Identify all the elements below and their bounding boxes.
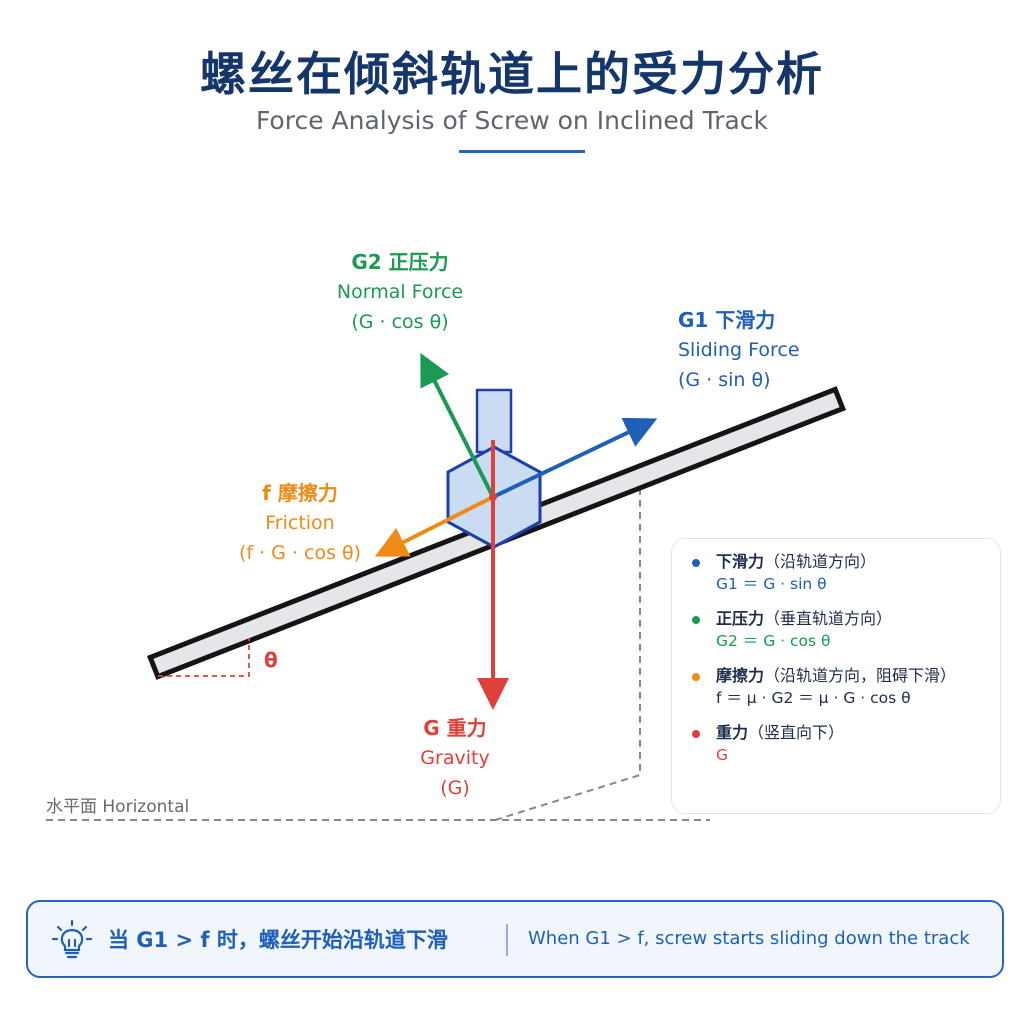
page-subtitle: Force Analysis of Screw on Inclined Trac…	[255, 106, 769, 135]
sliding-force-formula: (G · sin θ)	[678, 369, 771, 391]
normal-force-en: Normal Force	[336, 281, 464, 303]
legend-item-friction: 摩擦力（沿轨道方向，阻碍下滑） f ＝ μ · G2 ＝ μ · G · cos…	[692, 665, 986, 709]
legend-dot	[692, 559, 700, 567]
gravity-en: Gravity	[420, 747, 490, 769]
normal-force-title: G2 正压力	[351, 250, 449, 274]
legend-desc: （竖直向下）	[748, 723, 845, 742]
legend-name: 重力	[716, 723, 749, 742]
legend-panel: 下滑力（沿轨道方向） G1 ＝ G · sin θ 正压力（垂直轨道方向） G2…	[671, 538, 1001, 814]
legend-item-normal: 正压力（垂直轨道方向） G2 ＝ G · cos θ	[692, 608, 986, 652]
friction-arrow	[374, 495, 494, 557]
normal-force-formula: (G · cos θ)	[351, 311, 449, 333]
title-underline	[459, 150, 585, 153]
angle-label: θ	[264, 648, 278, 672]
legend-formula: G2 ＝ G · cos θ	[716, 632, 831, 650]
legend-name: 摩擦力	[716, 666, 765, 685]
conclusion-text-zh: 当 G1 > f 时，螺丝开始沿轨道下滑	[108, 928, 448, 952]
legend-name: 下滑力	[716, 552, 765, 571]
legend-dot	[692, 616, 700, 624]
legend-dot	[692, 673, 700, 681]
friction-label: f 摩擦力 Friction (f · G · cos θ)	[200, 478, 400, 568]
legend-formula: G1 ＝ G · sin θ	[716, 575, 827, 593]
page-title: 螺丝在倾斜轨道上的受力分析	[200, 47, 824, 101]
force-origin-point	[489, 493, 497, 501]
angle-indicator	[158, 638, 250, 677]
legend-formula: f ＝ μ · G2 ＝ μ · G · cos θ	[716, 689, 911, 707]
legend-desc: （沿轨道方向，阻碍下滑）	[764, 666, 957, 685]
legend-item-gravity: 重力（竖直向下） G	[692, 722, 986, 766]
friction-en: Friction	[265, 512, 335, 534]
lightbulb-icon	[51, 919, 93, 959]
conclusion-text-en: When G1 > f, screw starts sliding down t…	[528, 928, 970, 949]
gravity-title: G 重力	[423, 716, 487, 740]
legend-name: 正压力	[716, 609, 765, 628]
legend-desc: （沿轨道方向）	[764, 552, 877, 571]
sliding-force-title: G1 下滑力	[678, 308, 776, 332]
gravity-label: G 重力 Gravity (G)	[375, 713, 535, 803]
legend-desc: （垂直轨道方向）	[764, 609, 893, 628]
normal-force-arrow	[420, 352, 495, 498]
legend-formula: G	[716, 746, 729, 764]
conclusion-divider	[506, 924, 508, 956]
gravity-formula: (G)	[440, 777, 470, 799]
legend-item-sliding: 下滑力（沿轨道方向） G1 ＝ G · sin θ	[692, 551, 986, 595]
conclusion-banner: 当 G1 > f 时，螺丝开始沿轨道下滑 When G1 > f, screw …	[26, 900, 1004, 978]
guide-dashed-line	[494, 490, 641, 821]
legend-dot	[692, 730, 700, 738]
sliding-force-arrow	[492, 417, 658, 499]
sliding-force-en: Sliding Force	[678, 339, 800, 361]
friction-formula: (f · G · cos θ)	[238, 542, 362, 564]
sliding-force-label: G1 下滑力 Sliding Force (G · sin θ)	[678, 305, 800, 395]
normal-force-label: G2 正压力 Normal Force (G · cos θ)	[300, 247, 500, 337]
horizontal-label: 水平面 Horizontal	[46, 797, 190, 817]
friction-title: f 摩擦力	[262, 481, 338, 505]
